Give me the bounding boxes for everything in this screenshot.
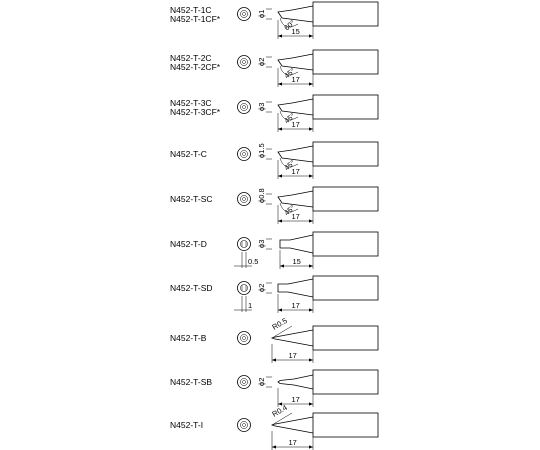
tip-profile	[270, 416, 314, 434]
length-label: 15	[292, 27, 300, 36]
radius-leader	[271, 412, 293, 426]
tip-profile	[277, 190, 314, 208]
length-dimension	[277, 68, 314, 87]
end-view-icon	[237, 55, 251, 69]
tip-profile	[277, 145, 314, 163]
length-dimension	[277, 20, 314, 39]
tip-profile	[277, 53, 314, 71]
thickness-dimension	[234, 252, 252, 268]
model-name: N452-T-D	[170, 239, 207, 249]
model-name: N452-T-I	[170, 420, 203, 430]
model-name: N452-T-2CF*	[170, 62, 221, 72]
tip-body	[312, 231, 379, 257]
tip-profile	[277, 278, 314, 298]
tip-profile	[277, 5, 314, 23]
length-dimension	[277, 388, 314, 407]
tip-body	[312, 412, 379, 438]
length-dimension	[271, 431, 314, 450]
diameter-label: ϕ1	[257, 10, 266, 18]
model-name: N452-T-3C	[170, 98, 212, 108]
end-view-icon	[237, 100, 251, 114]
model-name: N452-T-2C	[170, 53, 212, 63]
model-name: N452-T-1C	[170, 5, 212, 15]
tip-body	[312, 49, 379, 75]
angle-arc	[279, 202, 299, 213]
model-name: N452-T-B	[170, 333, 207, 343]
tip-profile	[279, 234, 314, 254]
thickness-label: 1	[248, 301, 252, 310]
tip-profile	[270, 329, 314, 347]
angle-arc	[279, 157, 299, 168]
length-dimension	[277, 113, 314, 132]
tip-row: N452-T-D ϕ3 15 0.5	[170, 231, 379, 269]
length-label: 17	[292, 167, 300, 176]
thickness-dimension	[234, 296, 252, 312]
angle-arc	[279, 17, 299, 28]
tip-profile	[277, 374, 314, 390]
tip-body	[312, 325, 379, 351]
length-dimension	[271, 344, 314, 363]
length-label: 17	[289, 438, 297, 447]
end-view-icon	[237, 331, 251, 345]
tip-body	[312, 275, 379, 301]
angle-arc	[279, 65, 299, 76]
diameter-label: ϕ0.8	[257, 188, 266, 203]
length-dimension	[277, 205, 314, 224]
diameter-label: ϕ2	[257, 284, 266, 292]
length-label: 17	[292, 395, 300, 404]
end-view-icon	[237, 237, 251, 251]
length-dimension	[277, 160, 314, 179]
tip-body	[312, 94, 379, 120]
length-label: 17	[289, 351, 297, 360]
end-view-icon	[237, 147, 251, 161]
tip-row: N452-T-SB ϕ2 17	[170, 369, 379, 407]
model-name: N452-T-SC	[170, 194, 213, 204]
end-view-icon	[237, 192, 251, 206]
tip-body	[312, 141, 379, 167]
length-label: 17	[292, 212, 300, 221]
diameter-label: ϕ3	[257, 103, 266, 111]
tip-body	[312, 369, 379, 395]
thickness-label: 0.5	[248, 257, 258, 266]
tip-body	[312, 186, 379, 212]
end-view-icon	[237, 418, 251, 432]
radius-leader	[271, 325, 293, 339]
end-view-icon	[237, 7, 251, 21]
diameter-label: ϕ2	[257, 378, 266, 386]
model-name: N452-T-C	[170, 149, 207, 159]
diameter-label: ϕ3	[257, 240, 266, 248]
diameter-label: ϕ2	[257, 58, 266, 66]
model-name: N452-T-1CF*	[170, 14, 221, 24]
length-dimension	[279, 250, 314, 269]
length-dimension	[277, 294, 314, 313]
length-label: 17	[292, 120, 300, 129]
model-name: N452-T-3CF*	[170, 107, 221, 117]
model-name: N452-T-SB	[170, 377, 212, 387]
tip-profile	[277, 98, 314, 116]
model-name: N452-T-SD	[170, 283, 213, 293]
tip-body	[312, 1, 379, 27]
length-label: 17	[292, 75, 300, 84]
angle-arc	[279, 110, 299, 121]
end-view-icon	[237, 281, 251, 295]
diameter-label: ϕ1.5	[257, 143, 266, 158]
length-label: 15	[293, 257, 301, 266]
length-label: 17	[292, 301, 300, 310]
tip-row: N452-T-SD ϕ2 17 1	[170, 275, 379, 313]
end-view-icon	[237, 375, 251, 389]
